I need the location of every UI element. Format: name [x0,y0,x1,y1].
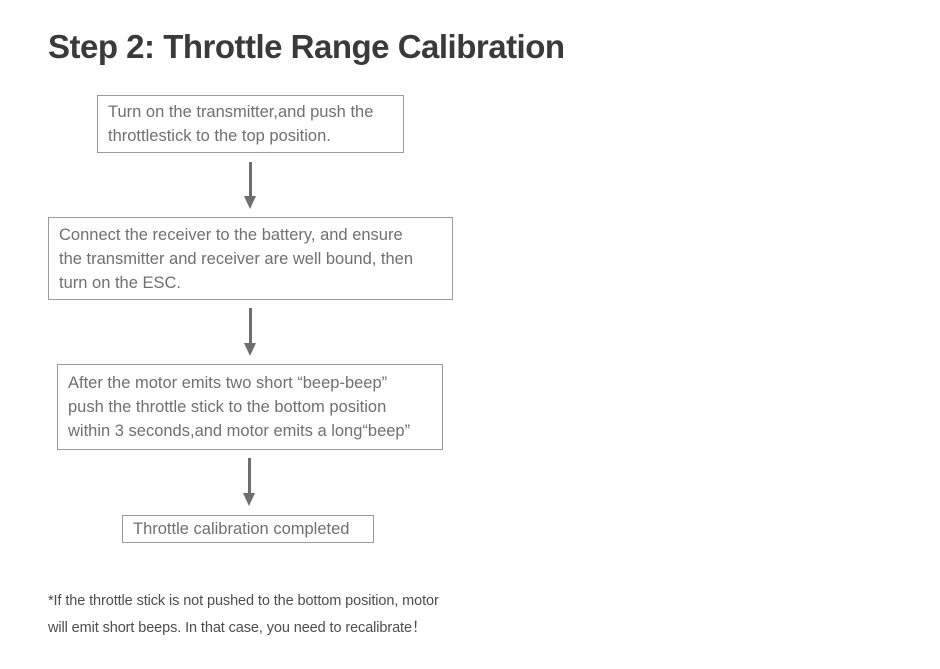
down-arrow-icon [243,308,257,356]
arrow-head [244,343,256,356]
arrow-head [244,196,256,209]
flow-step-3-text-line-2: push the throttle stick to the bottom po… [68,398,387,416]
footnote-line-1: *If the throttle stick is not pushed to … [48,593,439,609]
flow-step-2-text-line-2: the transmitter and receiver are well bo… [59,249,414,268]
flow-step-1-box: Turn on the transmitter,and push the thr… [97,95,404,153]
arrow-shaft [248,308,252,343]
flow-step-3-text-line-3: within 3 seconds,and motor emits a long“… [68,422,411,440]
footnote-line-2: will emit short beeps. In that case, you… [48,620,427,636]
flow-step-4-box: Throttle calibration completed [122,515,374,543]
down-arrow-icon [243,162,257,209]
page-title: Step 2: Throttle Range Calibration [48,28,565,65]
flow-step-2-text-line-1: Connect the receiver to the battery, and… [59,225,403,244]
arrow-shaft [247,458,251,493]
flow-step-1-text-line-1: Turn on the transmitter,and push the [108,103,374,121]
arrow-head [243,493,255,506]
flow-step-1-text-line-2: throttlestick to the top position. [108,127,331,145]
flow-step-3-text-line-1: After the motor emits two short “beep-be… [68,374,388,392]
flow-step-2-text-line-3: turn on the ESC. [59,273,181,292]
flow-step-2-box: Connect the receiver to the battery, and… [48,217,453,300]
down-arrow-icon [242,458,256,506]
flow-step-4-text-line-1: Throttle calibration completed [133,520,350,538]
footnote: *If the throttle stick is not pushed to … [48,588,439,642]
flow-step-3-box: After the motor emits two short “beep-be… [57,364,443,450]
arrow-shaft [248,162,252,196]
